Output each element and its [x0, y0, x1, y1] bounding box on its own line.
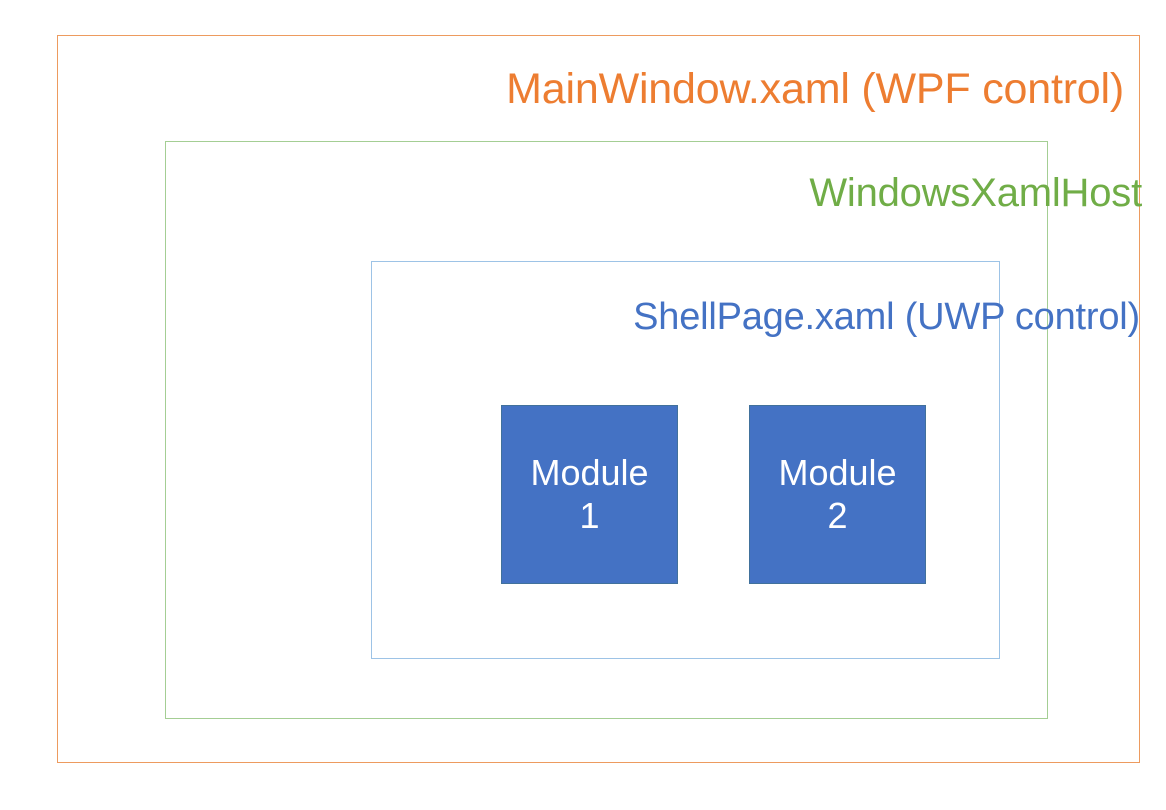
module-box-1-name: Module — [530, 452, 649, 494]
module-box-2-name: Module — [778, 452, 897, 494]
module-box-2-number: 2 — [827, 494, 848, 536]
uwp-shellpage-box — [371, 261, 1000, 659]
module-box-1: Module 1 — [501, 405, 678, 584]
windows-xaml-host-label: WindowsXamlHost — [809, 171, 1142, 215]
module-box-2: Module 2 — [749, 405, 926, 584]
uwp-shellpage-label: ShellPage.xaml (UWP control) — [633, 296, 1140, 338]
wpf-container-box — [57, 35, 1140, 763]
module-box-1-number: 1 — [579, 494, 600, 536]
wpf-container-label: MainWindow.xaml (WPF control) — [506, 65, 1124, 113]
windows-xaml-host-box — [165, 141, 1048, 719]
